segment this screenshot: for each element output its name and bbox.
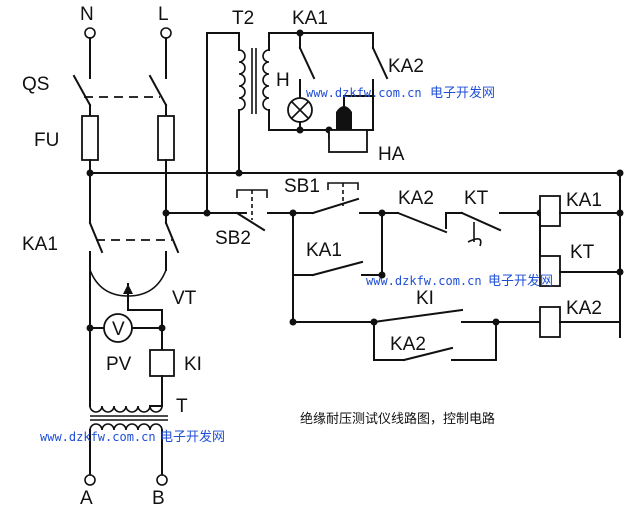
hv-section — [84, 221, 180, 486]
watermark-site-1: 电子开发网 — [430, 85, 495, 101]
ka2-hold-contact — [402, 346, 454, 362]
control-circuit — [235, 182, 624, 362]
label-ka1-top: KA1 — [292, 8, 328, 29]
label-ki-coil: KI — [184, 354, 202, 375]
qs-blade-l — [148, 74, 168, 107]
ki-coil — [149, 349, 175, 377]
watermark-url-3: www.dzkfw.com.cn — [40, 430, 156, 444]
label-fu: FU — [34, 130, 59, 151]
bell-ha-icon — [336, 106, 352, 130]
label-t: T — [176, 396, 188, 417]
ka2-ctrl-contact — [396, 211, 448, 234]
label-ha: HA — [378, 144, 405, 165]
label-ka2-coil: KA2 — [566, 298, 602, 319]
ka1-main-contact-1 — [88, 221, 104, 254]
label-ka2-ctrl: KA2 — [398, 188, 434, 209]
label-t2: T2 — [232, 8, 254, 29]
fuse-l — [157, 115, 175, 161]
label-a: A — [80, 488, 93, 509]
ka1-hold-contact — [311, 260, 364, 277]
ki-contact — [372, 308, 464, 324]
alarm-circuit — [206, 29, 389, 214]
terminal-n — [84, 27, 96, 39]
label-qs: QS — [22, 74, 49, 95]
label-ka2-top: KA2 — [388, 56, 424, 77]
ka1-main-contact-2 — [164, 221, 180, 254]
terminal-b — [156, 474, 168, 486]
t2-secondary-coil — [262, 49, 270, 111]
label-h: H — [276, 70, 290, 91]
label-sb1: SB1 — [284, 176, 320, 197]
watermark-url-2: www.dzkfw.com.cn — [366, 274, 482, 288]
t2-primary-coil — [238, 49, 246, 111]
fuse-n — [81, 115, 99, 161]
label-pv: PV — [106, 354, 132, 375]
terminal-l — [160, 27, 172, 39]
watermark-url-1: www.dzkfw.com.cn — [306, 86, 422, 100]
power-input — [72, 27, 175, 224]
t-secondary-coil — [89, 423, 163, 431]
label-kt-contact: KT — [464, 188, 489, 209]
ka2-alarm-contact — [371, 46, 389, 80]
sb2-contact — [235, 211, 266, 232]
label-kt-coil: KT — [570, 242, 595, 263]
ka1-coil — [539, 195, 561, 227]
label-b: B — [152, 488, 165, 509]
label-ka1-main: KA1 — [22, 234, 58, 255]
watermark-site-3: 电子开发网 — [160, 429, 225, 445]
terminal-a — [84, 474, 96, 486]
label-vt: VT — [172, 288, 197, 309]
kt-delay-contact — [460, 211, 502, 232]
label-v: V — [112, 319, 125, 340]
sb1-contact — [311, 197, 360, 215]
label-l: L — [158, 4, 169, 25]
bell-ha — [328, 129, 368, 153]
ka2-coil — [539, 306, 561, 338]
label-ka1-coil: KA1 — [566, 190, 602, 211]
diagram-caption: 绝缘耐压测试仪线路图，控制电路 — [300, 411, 495, 427]
watermarks: www.dzkfw.com.cn 电子开发网 www.dzkfw.com.cn … — [40, 85, 553, 445]
ka1-alarm-contact — [298, 46, 316, 80]
label-ka1-hold: KA1 — [306, 240, 342, 261]
label-ki-contact: KI — [416, 288, 434, 309]
label-n: N — [80, 4, 94, 25]
component-labels: N L QS FU T2 H HA KA1 KA2 SB1 SB2 KA1 KA… — [22, 4, 602, 509]
label-sb2: SB2 — [215, 228, 251, 249]
qs-blade-n — [72, 74, 92, 107]
kt-delay-symbol — [467, 222, 482, 247]
watermark-site-2: 电子开发网 — [488, 273, 553, 289]
label-ka2-hold: KA2 — [390, 334, 426, 355]
